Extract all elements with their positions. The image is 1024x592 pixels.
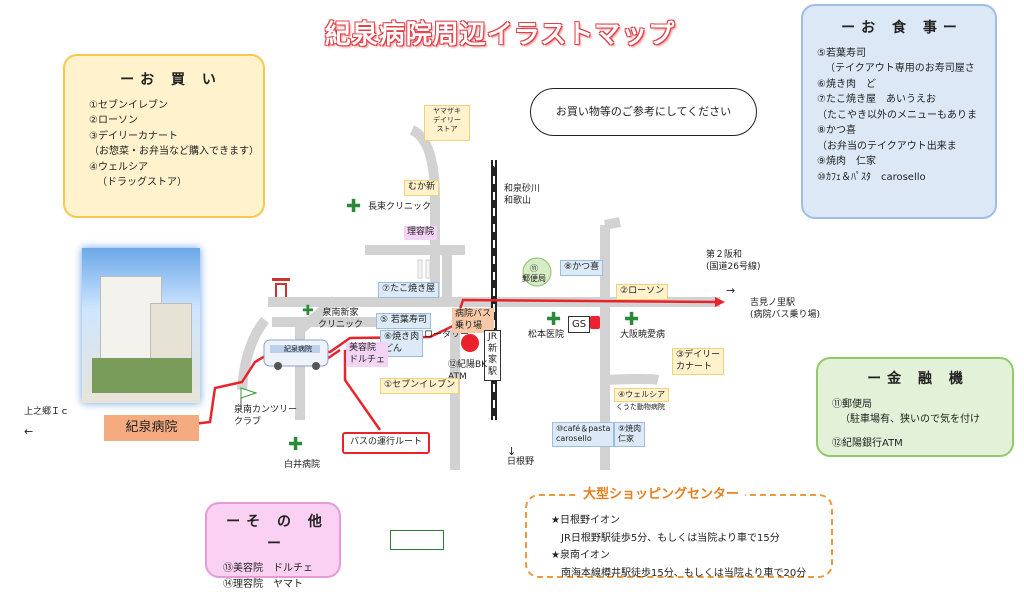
shop-item: ③デイリーカナート bbox=[89, 130, 178, 142]
label-yamazaki: ヤマザキ デイリー ストア bbox=[424, 105, 470, 141]
label-matsumoto: 松本医院 bbox=[528, 330, 565, 340]
label-country: 泉南カンツリー クラブ bbox=[234, 405, 298, 427]
label-sennan-clinic: 泉南新家 クリニック bbox=[318, 308, 364, 330]
label-daily: ③デイリー カナート bbox=[672, 348, 725, 376]
golf-flag-icon bbox=[240, 387, 258, 410]
label-gs: GS bbox=[568, 316, 591, 333]
hospital-cross-icon: ✚ bbox=[288, 434, 304, 455]
hospital-label: 紀泉病院 bbox=[104, 415, 199, 441]
finance-item: ⑪郵便局 bbox=[832, 398, 872, 410]
food-item: （テイクアウト専用のお寿司屋さ bbox=[825, 63, 975, 75]
food-box: ーお 食 事ー ⑤若葉寿司 （テイクアウト専用のお寿司屋さ ⑥焼き肉 ど ⑦たこ… bbox=[801, 4, 997, 219]
food-item: ⑩ｶﾌｪ＆ﾊﾟｽﾀ carosello bbox=[817, 171, 926, 183]
food-item: （たこやき以外のメニューもありま bbox=[817, 109, 977, 121]
shopping-box: ーお 買 い ①セブンイレブン ②ローソン ③デイリーカナート （お惣菜・お弁当… bbox=[63, 54, 265, 218]
label-station: JR 新 家 駅 bbox=[484, 330, 502, 381]
label-tako: ⑦たこ焼き屋 bbox=[378, 282, 440, 298]
mall-heading: 大型ショッピングセンター bbox=[577, 484, 746, 507]
shop-item: ①セブンイレブン bbox=[89, 99, 168, 111]
label-jinke: ⑨焼肉 仁家 bbox=[614, 422, 646, 447]
shopping-heading: ーお 買 い bbox=[120, 72, 222, 88]
svg-text:↓: ↓ bbox=[507, 445, 516, 458]
mall-item: JR日根野駅徒歩5分、もしくは当院より車で15分 bbox=[561, 532, 780, 544]
bus-side-label: 紀泉病院 bbox=[284, 345, 312, 353]
label-cafe: ⑩café＆pasta carosello bbox=[552, 422, 615, 447]
note-text: お買い物等のご参考にしてください bbox=[555, 105, 732, 118]
fuel-pump-icon bbox=[590, 316, 600, 329]
clinic-cross-icon: ✚ bbox=[346, 196, 362, 217]
mall-item: ★泉南イオン bbox=[551, 550, 610, 561]
label-kurata: くうた動物病院 bbox=[616, 403, 665, 411]
label-welcia: ④ウェルシア bbox=[614, 388, 670, 403]
svg-text:→: → bbox=[726, 284, 735, 297]
label-kiyo-atm: ⑫紀陽BK ATM bbox=[448, 360, 488, 382]
label-rotary: ロータリー bbox=[424, 330, 470, 340]
food-item: ⑥焼き肉 ど bbox=[817, 78, 876, 90]
label-lawson: ②ローソン bbox=[616, 284, 669, 300]
clinic-cross-icon: ✚ bbox=[302, 303, 314, 319]
other-item: ⑬美容院 ドルチェ bbox=[223, 563, 313, 575]
label-post: ⑪ 郵便局 bbox=[522, 264, 546, 284]
hospital-cross-icon: ✚ bbox=[624, 309, 640, 330]
label-usui: 白井病院 bbox=[284, 460, 321, 470]
mall-box: 大型ショッピングセンター ★日根野イオン JR日根野駅徒歩5分、もしくは当院より… bbox=[525, 484, 833, 579]
food-item: ⑨焼肉 仁家 bbox=[817, 156, 876, 168]
shop-item: （お惣菜・お弁当など購入できます） bbox=[89, 146, 259, 158]
page-title: 紀泉病院周辺イラストマップ bbox=[324, 20, 676, 50]
label-busstop: 病院バス 乗り場 bbox=[452, 308, 495, 334]
shop-item: ④ウェルシア bbox=[89, 161, 148, 173]
legend-rect bbox=[390, 530, 444, 550]
label-hineno: 日根野 bbox=[507, 457, 535, 467]
label-osaka-hosp: 大阪暁愛病 bbox=[620, 330, 666, 340]
shrine-icon bbox=[272, 278, 290, 297]
note-cloud: お買い物等のご参考にしてください bbox=[530, 88, 757, 136]
svg-text:↑: ↑ bbox=[489, 164, 498, 177]
food-item: ⑤若葉寿司 bbox=[817, 47, 866, 59]
finance-item: （駐車場有、狭いので気を付け bbox=[840, 414, 980, 426]
label-yoshimi: 吉見ノ里駅 (病院バス乗り場) bbox=[750, 298, 821, 320]
shop-item: （ドラッグストア） bbox=[97, 177, 187, 189]
food-item: （お弁当のテイクアウト出来ま bbox=[817, 140, 957, 152]
label-jonogo: 上之郷Ｉｃ bbox=[24, 407, 70, 417]
finance-heading: ー金 融 機 bbox=[867, 371, 969, 387]
mall-item: 南海本線樽井駅徒歩15分、もしくは当院より車で20分 bbox=[561, 567, 807, 579]
label-katsuki: ⑧かつ喜 bbox=[560, 260, 604, 276]
mall-item: ★日根野イオン bbox=[551, 515, 620, 526]
label-nagatsuka: 長束クリニック bbox=[368, 202, 432, 212]
label-riyoin: 理容院 bbox=[404, 226, 438, 240]
other-box: ーそ の 他ー ⑬美容院 ドルチェ ⑭理容院 ヤマト bbox=[205, 502, 341, 590]
shop-item: ②ローソン bbox=[89, 115, 138, 127]
label-seven: ①セブンイレブン bbox=[380, 378, 460, 394]
hospital-photo bbox=[82, 248, 200, 403]
food-heading: ーお 食 事ー bbox=[841, 20, 963, 36]
finance-box: ー金 融 機 ⑪郵便局 （駐車場有、狭いので気を付け ⑫紀陽銀行ATM bbox=[816, 357, 1014, 457]
label-wakayama: 和泉砂川 和歌山 bbox=[504, 184, 541, 206]
other-heading: ーそ の 他ー bbox=[226, 514, 328, 552]
other-item: ⑭理容院 ヤマト bbox=[223, 578, 303, 590]
label-daini: 第２阪和 (国道26号線) bbox=[706, 250, 761, 272]
label-mukashin: むか新 bbox=[404, 180, 440, 196]
bus-icon bbox=[263, 339, 329, 370]
finance-item: ⑫紀陽銀行ATM bbox=[832, 437, 903, 449]
svg-text:←: ← bbox=[24, 425, 33, 438]
clinic-cross-icon: ✚ bbox=[546, 309, 562, 330]
label-biyoin: 美容院 ドルチェ bbox=[346, 342, 389, 368]
food-item: ⑧かつ喜 bbox=[817, 125, 856, 137]
label-bus-route: バスの運行ルート bbox=[342, 432, 431, 454]
food-item: ⑦たこ焼き屋 あいうえお bbox=[817, 94, 936, 106]
label-wakaba: ⑤ 若葉寿司 bbox=[376, 313, 431, 329]
